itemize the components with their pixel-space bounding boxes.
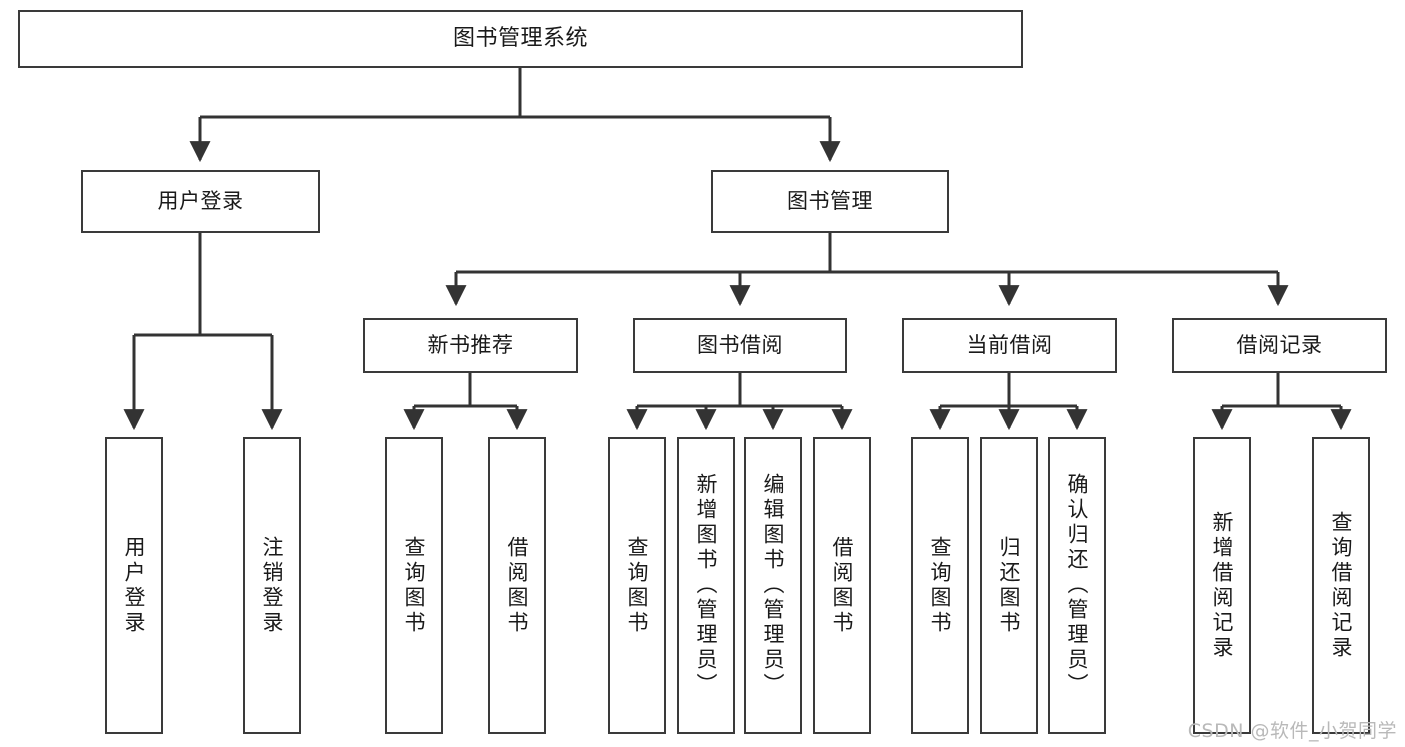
- leaf-query-book-current[interactable]: 查询图书: [911, 437, 969, 734]
- node-label: 用户登录: [122, 535, 147, 636]
- leaf-borrow-book-recommend[interactable]: 借阅图书: [488, 437, 546, 734]
- leaf-confirm-return-admin[interactable]: 确认归还（管理员）: [1048, 437, 1106, 734]
- leaf-query-book-borrow[interactable]: 查询图书: [608, 437, 666, 734]
- node-label: 注销登录: [260, 535, 285, 636]
- node-book-borrow[interactable]: 图书借阅: [633, 318, 847, 373]
- node-label: 当前借阅: [966, 332, 1053, 357]
- node-current-borrow[interactable]: 当前借阅: [902, 318, 1117, 373]
- node-user-login[interactable]: 用户登录: [81, 170, 320, 233]
- leaf-return-book[interactable]: 归还图书: [980, 437, 1038, 734]
- node-label: 确认归还（管理员）: [1065, 473, 1090, 698]
- node-label: 图书借阅: [697, 332, 783, 357]
- watermark-label: CSDN @软件_小贺同学: [1187, 720, 1397, 742]
- leaf-query-borrow-record[interactable]: 查询借阅记录: [1312, 437, 1370, 734]
- node-label: 借阅图书: [830, 535, 855, 636]
- node-book-manage[interactable]: 图书管理: [711, 170, 949, 233]
- node-new-book-recommend[interactable]: 新书推荐: [363, 318, 578, 373]
- leaf-borrow-book-borrow[interactable]: 借阅图书: [813, 437, 871, 734]
- node-label: 编辑图书（管理员）: [761, 473, 786, 698]
- node-label: 图书管理系统: [452, 25, 588, 51]
- node-label: 新增图书（管理员）: [694, 473, 719, 698]
- node-label: 查询借阅记录: [1329, 510, 1354, 661]
- leaf-add-borrow-record[interactable]: 新增借阅记录: [1193, 437, 1251, 734]
- leaf-edit-book-admin[interactable]: 编辑图书（管理员）: [744, 437, 802, 734]
- node-label: 新增借阅记录: [1210, 510, 1235, 661]
- node-label: 查询图书: [402, 535, 427, 636]
- node-label: 借阅记录: [1236, 332, 1323, 357]
- leaf-user-login[interactable]: 用户登录: [105, 437, 163, 734]
- leaf-query-book-recommend[interactable]: 查询图书: [385, 437, 443, 734]
- node-root-system[interactable]: 图书管理系统: [18, 10, 1023, 68]
- node-label: 借阅图书: [505, 535, 530, 636]
- node-label: 用户登录: [157, 188, 244, 213]
- node-label: 查询图书: [928, 535, 953, 636]
- node-label: 归还图书: [997, 535, 1022, 636]
- node-borrow-record[interactable]: 借阅记录: [1172, 318, 1387, 373]
- node-label: 图书管理: [787, 188, 873, 213]
- node-label: 新书推荐: [427, 332, 514, 357]
- leaf-add-book-admin[interactable]: 新增图书（管理员）: [677, 437, 735, 734]
- node-label: 查询图书: [625, 535, 650, 636]
- leaf-user-logout[interactable]: 注销登录: [243, 437, 301, 734]
